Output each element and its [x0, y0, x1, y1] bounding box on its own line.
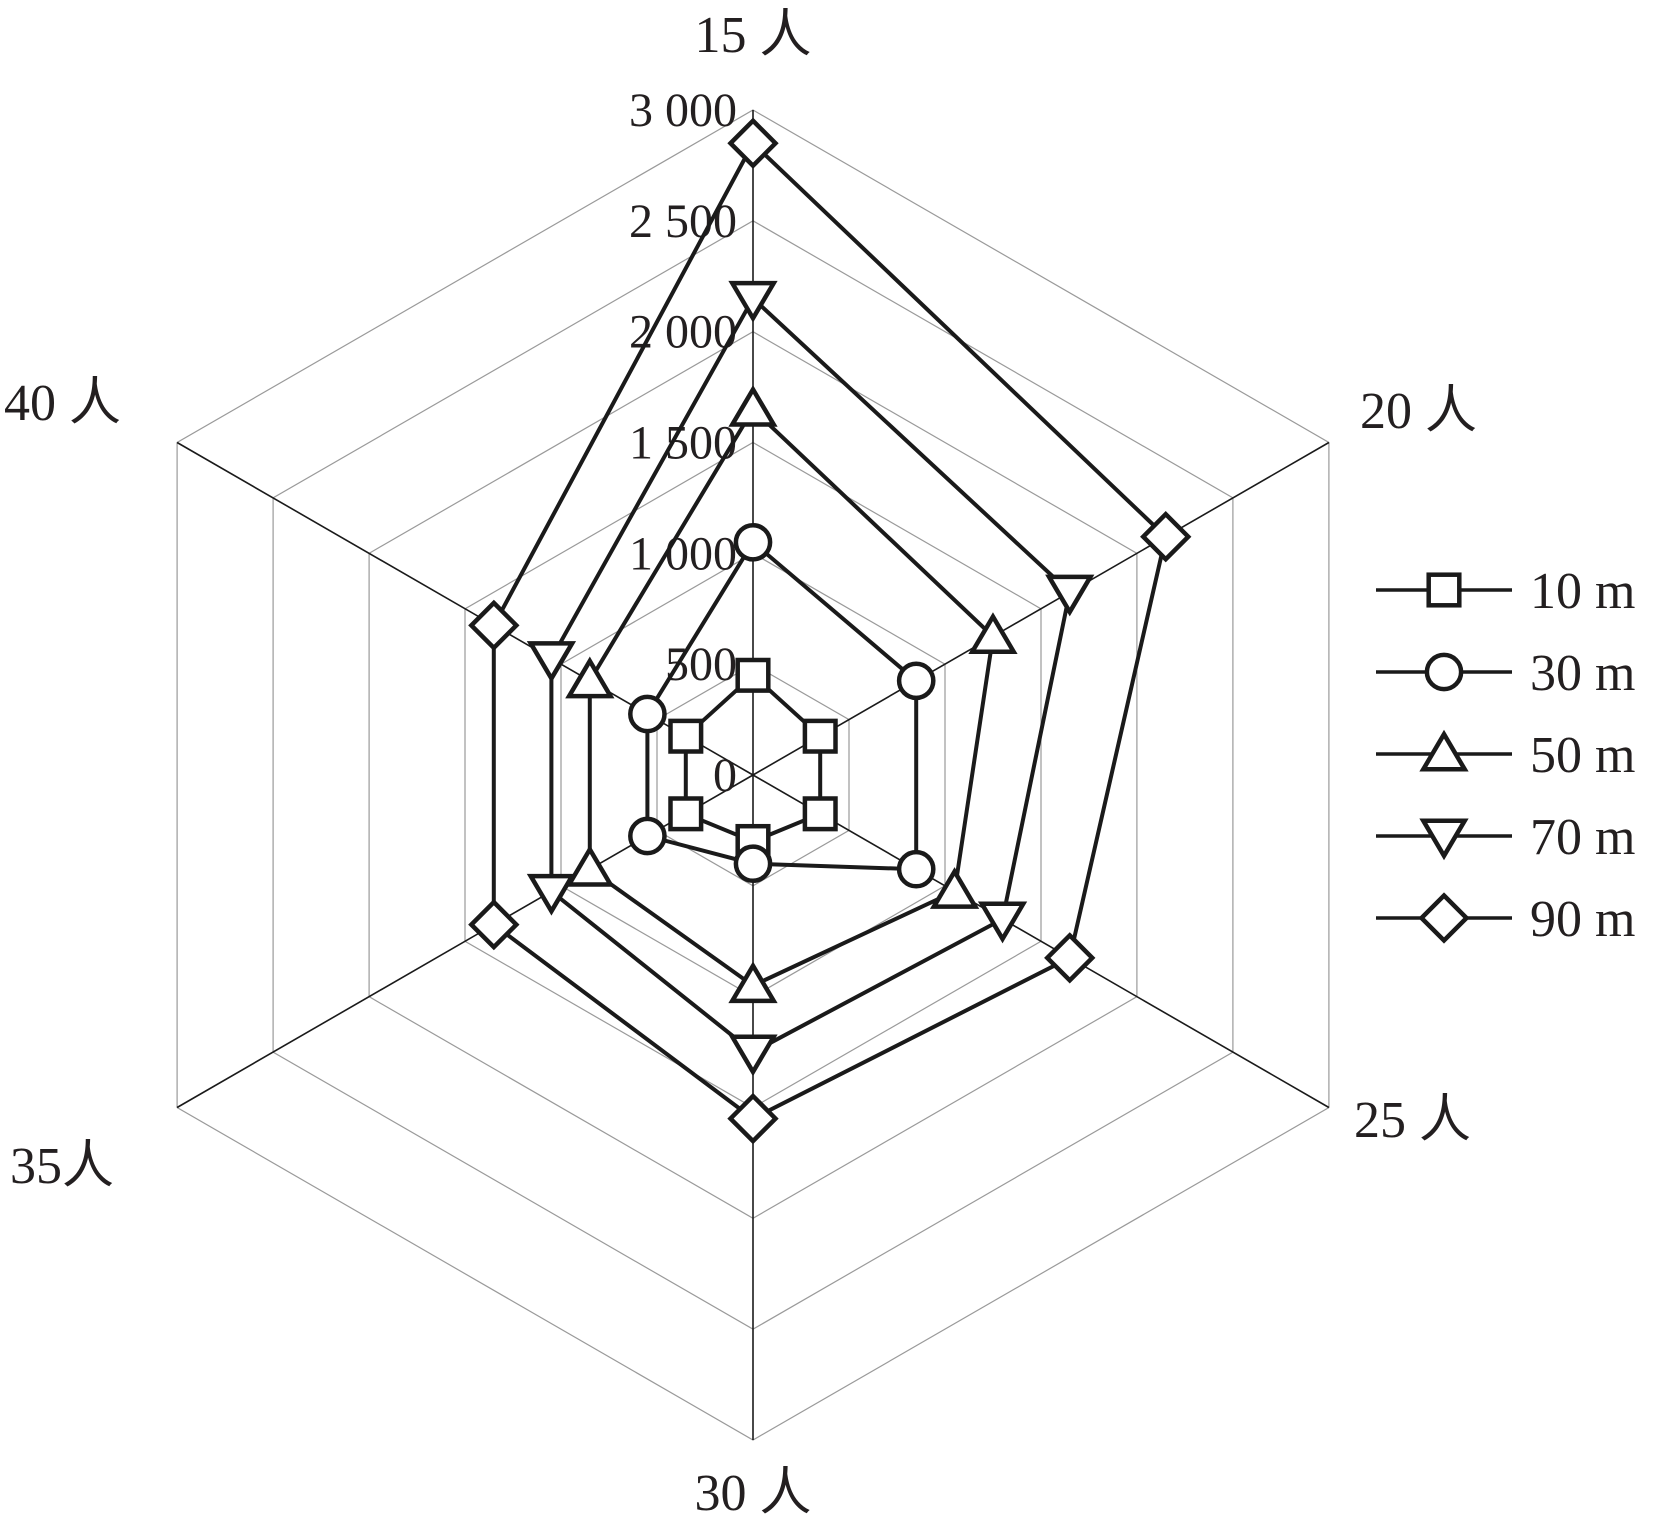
data-point-triangle-down — [728, 280, 778, 323]
radial-tick-label: 0 — [713, 749, 737, 802]
legend-item: 70 m — [1376, 809, 1635, 866]
data-point-diamond — [1044, 932, 1096, 984]
data-point-circle — [733, 522, 773, 562]
legend-label: 90 m — [1530, 891, 1635, 948]
data-point-triangle-up — [728, 385, 778, 427]
legend: 10 m 30 m 50 m 70 m 90 m — [1376, 563, 1635, 948]
data-point-circle — [896, 849, 936, 889]
legend-label: 50 m — [1530, 727, 1635, 784]
axis-spoke — [752, 774, 1330, 1109]
data-point-triangle-up — [728, 961, 778, 1004]
legend-marker-circle — [1424, 652, 1464, 692]
series-50m — [565, 385, 1018, 1004]
radial-tick-label: 3 000 — [629, 84, 737, 137]
legend-label: 70 m — [1530, 809, 1635, 866]
category-label: 20 人 — [1360, 383, 1477, 440]
data-point-diamond — [1140, 511, 1192, 563]
data-point-circle — [628, 816, 667, 856]
data-point-square — [802, 796, 838, 832]
category-label: 25 人 — [1354, 1092, 1471, 1149]
category-label: 15 人 — [694, 7, 811, 64]
data-point-triangle-down — [1045, 574, 1095, 617]
data-point-triangle-up — [565, 844, 615, 887]
data-point-triangle-down — [977, 901, 1028, 944]
data-point-circle — [733, 844, 773, 884]
legend-item: 30 m — [1376, 645, 1635, 702]
data-point-triangle-down — [728, 1034, 778, 1077]
data-point-square — [668, 718, 704, 754]
data-point-diamond — [468, 599, 520, 652]
data-point-diamond — [727, 1092, 779, 1145]
data-point-square — [802, 718, 838, 754]
series-layer — [468, 117, 1192, 1145]
radial-tick-label: 2 000 — [629, 306, 737, 359]
data-point-circle — [628, 694, 667, 734]
data-point-triangle-down — [526, 641, 577, 683]
category-labels: 15 人 20 人 25 人 30 人 35人 40 人 — [4, 7, 1477, 1522]
series-90m — [468, 117, 1192, 1145]
data-point-circle — [896, 661, 936, 701]
data-point-triangle-up — [968, 612, 1018, 655]
data-point-diamond — [727, 117, 779, 169]
legend-marker-square — [1426, 572, 1462, 608]
axis-spoke — [752, 441, 1330, 776]
series-line — [549, 295, 1072, 1055]
category-label: 40 人 — [4, 375, 121, 432]
data-point-triangle-up — [929, 867, 980, 909]
data-point-triangle-up — [565, 656, 615, 699]
legend-item: 50 m — [1376, 727, 1635, 784]
category-label: 35人 — [10, 1138, 114, 1195]
data-point-square — [735, 657, 771, 693]
legend-item: 90 m — [1376, 891, 1635, 948]
category-label: 30 人 — [694, 1465, 811, 1522]
legend-marker-diamond — [1418, 892, 1470, 944]
legend-marker-triangle-up — [1419, 729, 1469, 772]
data-point-diamond — [468, 898, 520, 951]
data-point-square — [668, 796, 704, 832]
series-30m — [628, 522, 936, 889]
legend-marker-triangle-down — [1419, 818, 1469, 861]
legend-label: 10 m — [1530, 563, 1635, 620]
legend-label: 30 m — [1530, 645, 1635, 702]
radial-tick-label: 1 000 — [629, 527, 737, 580]
legend-item: 10 m — [1376, 563, 1635, 620]
data-point-triangle-down — [526, 873, 577, 916]
series-70m — [526, 280, 1095, 1077]
